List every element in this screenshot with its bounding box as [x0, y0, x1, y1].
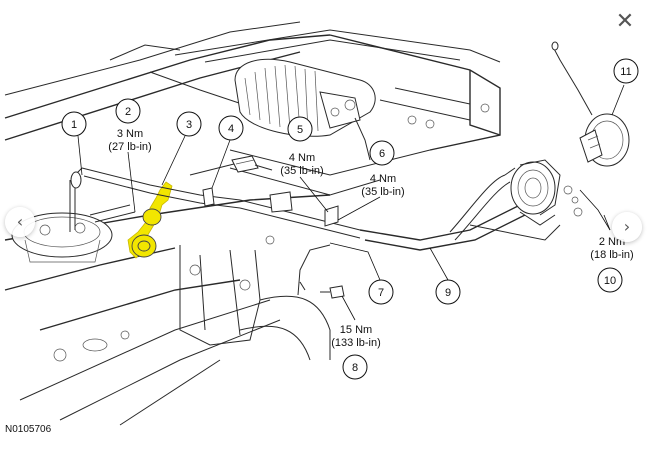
torque-6-nm: 4 Nm — [370, 173, 396, 185]
callout-6: 6 — [369, 140, 395, 166]
filler-housing — [504, 159, 583, 217]
torque-label-5: 4 Nm (35 lb-in) — [280, 152, 323, 177]
mounting-bolt — [320, 285, 345, 299]
figure-id: N0105706 — [5, 424, 52, 435]
chevron-left-icon: ‹ — [16, 212, 24, 231]
quick-connect-coupling — [231, 155, 293, 213]
callout-9: 9 — [435, 279, 461, 305]
torque-6-lbin: (35 lb-in) — [361, 186, 404, 198]
callout-11: 11 — [613, 58, 639, 84]
leader-lines — [77, 84, 625, 321]
callout-4: 4 — [218, 115, 244, 141]
torque-5-nm: 4 Nm — [289, 152, 315, 164]
callout-3: 3 — [176, 111, 202, 137]
torque-8-lbin: (133 lb-in) — [331, 337, 381, 349]
previous-image-button[interactable]: ‹ — [5, 207, 35, 237]
callout-1-number: 1 — [71, 119, 77, 131]
torque-2-lbin: (27 lb-in) — [108, 141, 151, 153]
callout-3-number: 3 — [186, 119, 192, 131]
close-button[interactable]: ✕ — [610, 6, 640, 36]
callout-5-number: 5 — [297, 124, 303, 136]
callout-10: 10 — [597, 267, 623, 293]
torque-label-6: 4 Nm (35 lb-in) — [361, 173, 404, 198]
evap-canister — [234, 58, 376, 161]
torque-label-2: 3 Nm (27 lb-in) — [108, 128, 151, 153]
callout-8: 8 — [342, 354, 368, 380]
highlighted-fuel-line-fitting — [127, 181, 173, 259]
torque-label-10: 2 Nm (18 lb-in) — [590, 236, 633, 261]
callout-1: 1 — [61, 111, 87, 137]
callout-9-number: 9 — [445, 287, 451, 299]
callout-6-number: 6 — [379, 148, 385, 160]
torque-2-nm: 3 Nm — [117, 128, 143, 140]
close-icon: ✕ — [615, 8, 635, 34]
callout-4-number: 4 — [228, 123, 234, 135]
callout-5: 5 — [287, 116, 313, 142]
torque-10-lbin: (18 lb-in) — [590, 249, 633, 261]
next-image-button[interactable]: › — [612, 212, 642, 242]
callout-11-number: 11 — [620, 66, 631, 78]
chevron-right-icon: › — [623, 217, 631, 236]
callout-2-number: 2 — [125, 106, 131, 118]
fuel-lines — [81, 167, 561, 296]
torque-5-lbin: (35 lb-in) — [280, 165, 323, 177]
callout-2: 2 — [115, 98, 141, 124]
callout-10-number: 10 — [604, 275, 616, 287]
fuel-pump-module — [11, 167, 136, 263]
callout-8-number: 8 — [352, 362, 358, 374]
torque-label-8: 15 Nm (133 lb-in) — [331, 324, 381, 349]
callout-7: 7 — [368, 279, 394, 305]
callout-7-number: 7 — [378, 287, 384, 299]
torque-8-nm: 15 Nm — [340, 324, 372, 336]
fuel-filler-cap — [551, 41, 630, 167]
